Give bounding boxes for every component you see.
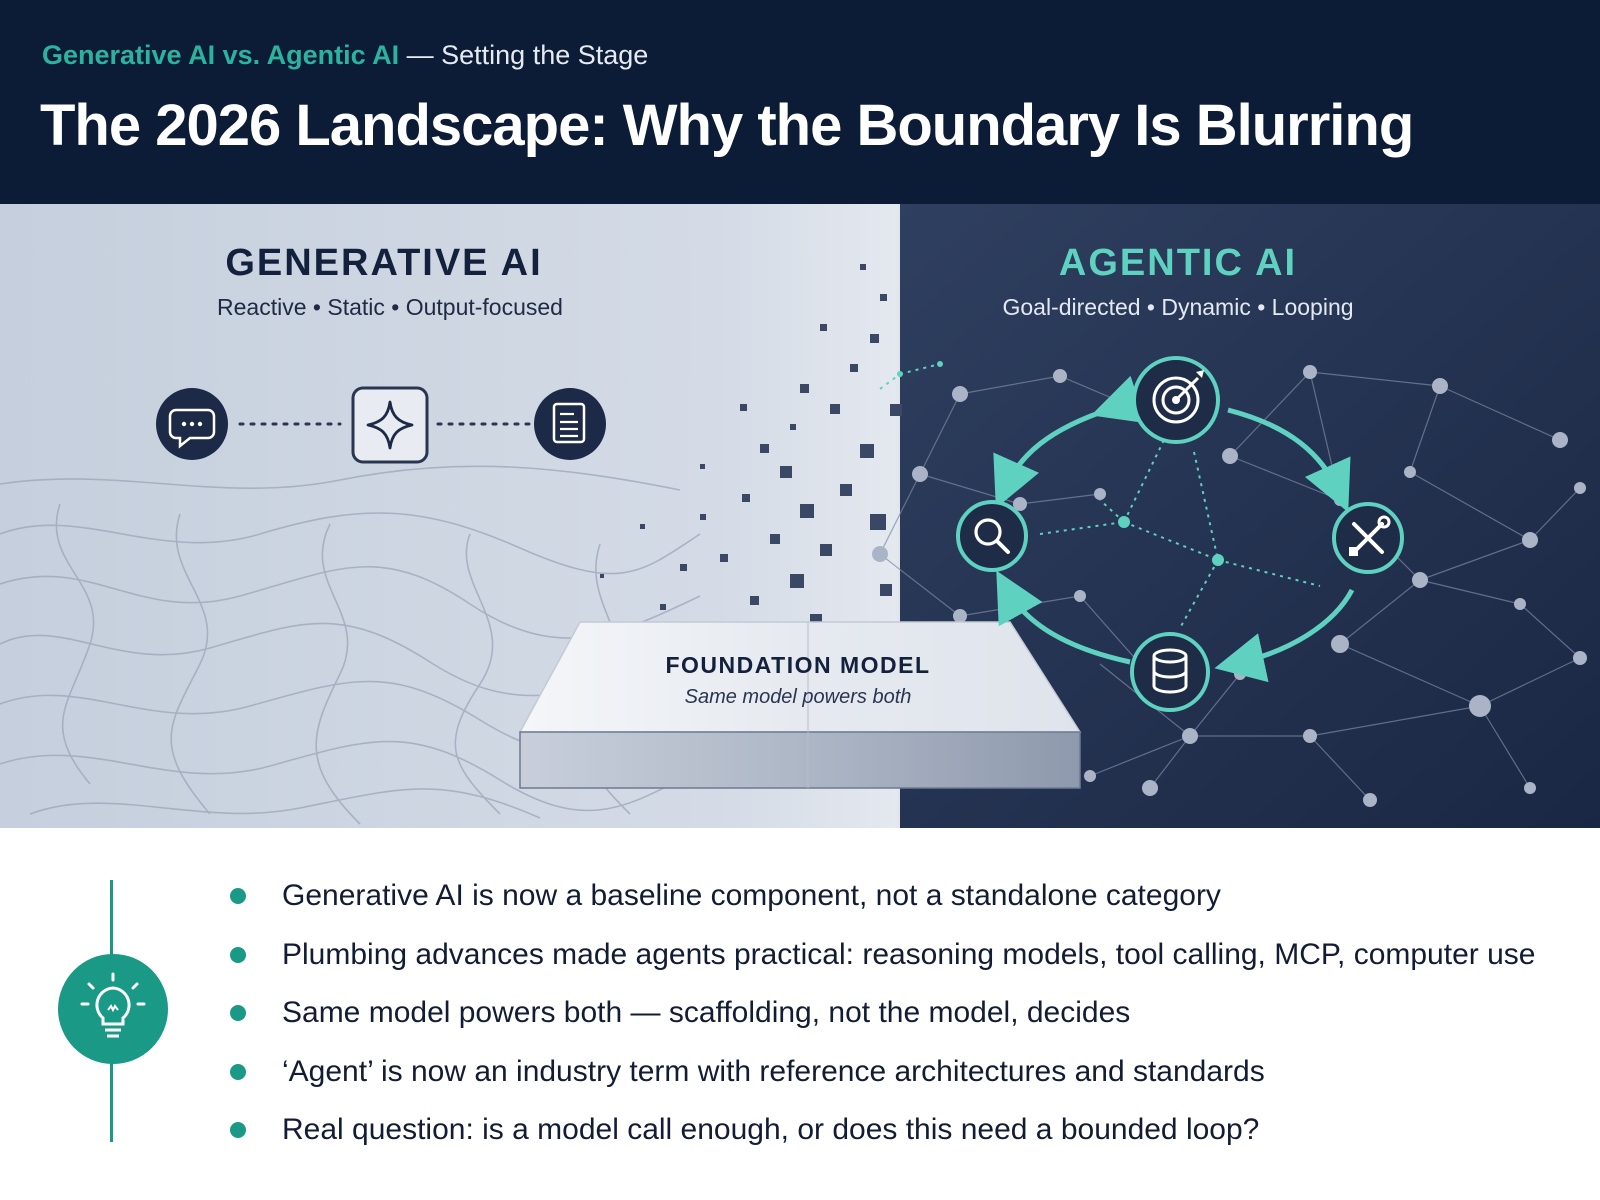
bullet-dot <box>230 888 246 904</box>
generative-flow <box>156 386 606 464</box>
chat-bubble-icon <box>156 388 228 460</box>
document-icon <box>534 388 606 460</box>
agentic-subtitle: Goal-directed • Dynamic • Looping <box>1002 294 1354 320</box>
bullet-dot <box>230 946 246 963</box>
bullet-list: Generative AI is now a baseline componen… <box>230 876 1535 1169</box>
target-icon <box>1132 356 1220 444</box>
foundation-slab <box>518 621 1082 789</box>
bullet-text: ‘Agent’ is now an industry term with ref… <box>282 1054 1265 1088</box>
foundation-title: FOUNDATION MODEL <box>665 652 931 678</box>
bullet-item: Plumbing advances made agents practical:… <box>230 935 1535 994</box>
agentic-title: AGENTIC AI <box>1058 242 1298 284</box>
bullet-item: Real question: is a model call enough, o… <box>230 1110 1535 1169</box>
bullet-dot <box>230 1122 246 1138</box>
bullet-item: Same model powers both — scaffolding, no… <box>230 993 1535 1052</box>
hero-illustration: GENERATIVE AI Reactive • Static • Output… <box>0 204 1600 828</box>
tools-icon <box>1332 502 1404 574</box>
sparkle-icon <box>351 386 429 464</box>
bullet-text: Generative AI is now a baseline componen… <box>282 879 1221 912</box>
bullet-item: Generative AI is now a baseline componen… <box>230 876 1535 935</box>
bullet-dot <box>230 1005 246 1021</box>
bullet-item: ‘Agent’ is now an industry term with ref… <box>230 1052 1535 1111</box>
lightbulb-badge <box>58 954 168 1064</box>
hero-svg <box>0 204 1600 828</box>
generative-title: GENERATIVE AI <box>225 242 543 284</box>
header-banner: Generative AI vs. Agentic AI — Setting t… <box>0 0 1600 204</box>
search-icon <box>956 500 1028 572</box>
agentic-loop <box>879 356 1404 712</box>
bullet-text: Real question: is a model call enough, o… <box>282 1113 1260 1146</box>
database-icon <box>1130 632 1210 712</box>
page-title: The 2026 Landscape: Why the Boundary Is … <box>40 93 1414 158</box>
key-points-section: Generative AI is now a baseline componen… <box>0 828 1600 1200</box>
lightbulb-icon <box>80 972 146 1038</box>
bullet-text: Plumbing advances made agents practical:… <box>282 937 1536 971</box>
generative-subtitle: Reactive • Static • Output-focused <box>217 294 563 320</box>
bullet-text: Same model powers both — scaffolding, no… <box>282 996 1131 1029</box>
kicker: Generative AI vs. Agentic AI — Setting t… <box>42 40 648 71</box>
foundation-subtitle: Same model powers both <box>684 686 912 708</box>
kicker-rest: — Setting the Stage <box>399 40 649 70</box>
kicker-accent: Generative AI vs. Agentic AI <box>42 40 400 70</box>
bullet-dot <box>230 1063 246 1080</box>
